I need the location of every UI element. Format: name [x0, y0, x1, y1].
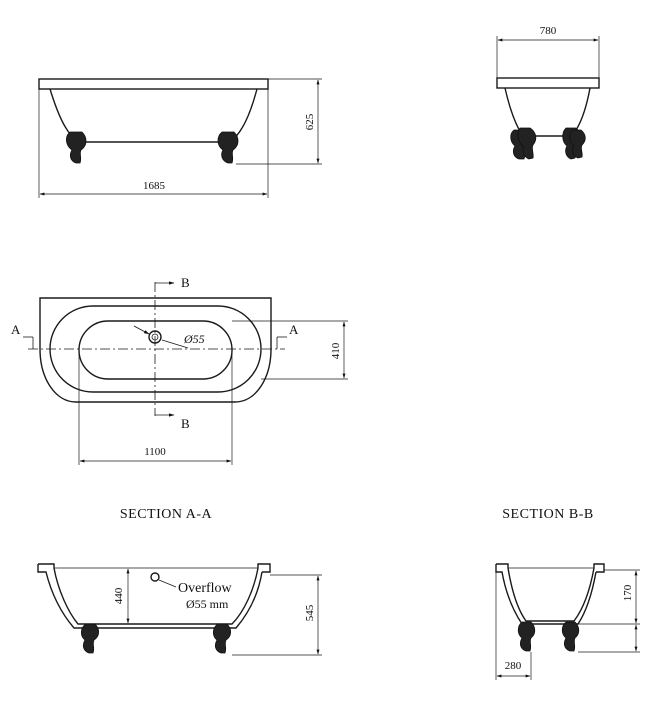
inner-depth-dimension: 440 [113, 587, 125, 604]
inner-length-dimension: 1100 [144, 446, 166, 458]
section-bb-outer [496, 563, 605, 622]
side-height-dimension: 170 [622, 584, 634, 601]
section-bb-left-foot [517, 621, 536, 652]
width-dimension: 780 [540, 25, 557, 37]
front-rim [38, 78, 269, 90]
section-marker-a-right: A [289, 322, 299, 337]
drain-outer [148, 330, 162, 344]
plan-outer-outline [39, 297, 272, 403]
section-bb-drawing: 170 280 [495, 563, 640, 680]
overflow-label: Overflow [178, 581, 233, 596]
section-aa-right-foot [212, 623, 232, 654]
section-aa-inner [37, 564, 263, 629]
front-elevation: 625 1685 [38, 78, 322, 198]
side-offset-dimension: 280 [505, 660, 522, 672]
half-width-dimension: 410 [330, 342, 342, 359]
front-left-foot [66, 131, 87, 164]
side-tub-body [504, 87, 591, 137]
section-aa-left-foot [80, 623, 100, 654]
side-left-foot [510, 127, 537, 160]
section-aa-title: SECTION A-A [120, 507, 213, 522]
side-right-foot [562, 127, 586, 160]
front-tub-body [49, 88, 258, 143]
length-dimension: 1685 [143, 180, 166, 192]
drain-diameter: Ø55 [183, 332, 205, 346]
section-marker-b-bottom: B [181, 416, 190, 431]
drain-inner [151, 333, 159, 341]
front-right-foot [217, 131, 239, 164]
plan-view: A A B B Ø55 410 1100 [11, 275, 348, 465]
side-elevation: 780 [496, 25, 600, 160]
height-dimension: 625 [304, 113, 316, 130]
side-rim [496, 77, 600, 89]
section-bb-right-foot [561, 621, 580, 652]
overflow-size: Ø55 mm [186, 597, 229, 611]
section-marker-a-left: A [11, 322, 21, 337]
plan-basin [78, 320, 233, 380]
section-bb-inner [495, 564, 597, 625]
section-aa-drawing: Overflow Ø55 mm 440 545 [37, 563, 322, 656]
section-marker-b-top: B [181, 275, 190, 290]
rim-height-dimension: 545 [304, 604, 316, 621]
overflow-hole [150, 572, 160, 582]
section-bb-title: SECTION B-B [502, 507, 593, 522]
